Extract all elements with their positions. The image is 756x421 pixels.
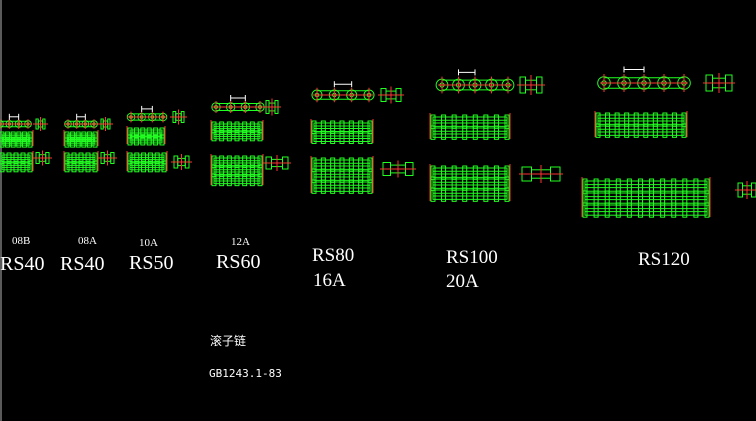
chain-end-view bbox=[170, 109, 187, 125]
chain-end-view bbox=[263, 98, 281, 116]
standard-number: GB1243.1-83 bbox=[209, 367, 282, 380]
chain-end-view bbox=[735, 181, 756, 199]
chain-model-rs50: RS50 bbox=[129, 252, 174, 274]
chain-side-view bbox=[64, 113, 98, 129]
chain-end-view bbox=[33, 117, 48, 131]
chain-drawing-group-1 bbox=[0, 113, 52, 173]
chain-end-view bbox=[378, 86, 404, 104]
chain-end-view bbox=[263, 155, 291, 171]
chain-side-view bbox=[311, 81, 375, 103]
chain-plan-view bbox=[581, 177, 711, 218]
chain-side-view bbox=[211, 95, 265, 113]
chain-end-view bbox=[171, 154, 192, 170]
chain-end-view bbox=[98, 117, 113, 131]
chain-end-view bbox=[33, 150, 52, 166]
chain-model-rs80: RS80 bbox=[312, 245, 355, 266]
chain-model-rs100: RS100 bbox=[446, 247, 498, 268]
chain-plan-view bbox=[429, 164, 511, 202]
roller-chain-title: 滚子链 bbox=[210, 334, 247, 348]
chain-code-08a: 08A bbox=[78, 235, 97, 247]
chain-plan-view bbox=[429, 113, 511, 140]
chain-drawing-group-6 bbox=[429, 69, 563, 202]
chain-plan-view bbox=[126, 126, 166, 146]
chain-plan-view bbox=[310, 119, 374, 144]
chain-plan-view bbox=[594, 111, 688, 138]
chain-code-12a: 12A bbox=[231, 236, 250, 248]
chain-end-view bbox=[519, 165, 563, 183]
chain-end-view bbox=[98, 150, 117, 166]
chain-code-20a: 20A bbox=[446, 271, 479, 292]
chain-side-view bbox=[435, 69, 515, 94]
chain-model-rs120: RS120 bbox=[638, 249, 690, 270]
chain-plan-view bbox=[63, 130, 99, 148]
chain-code-08b: 08B bbox=[12, 235, 31, 247]
chain-end-view bbox=[517, 75, 545, 95]
chain-drawing-group-5 bbox=[310, 81, 416, 194]
chain-model-rs60: RS60 bbox=[216, 251, 261, 273]
chain-side-view bbox=[126, 105, 168, 123]
chain-model-rs40-a: RS40 bbox=[0, 253, 45, 275]
chain-side-view bbox=[597, 66, 691, 92]
chain-plan-view bbox=[126, 151, 168, 173]
chain-end-view bbox=[703, 73, 735, 93]
chain-drawing-group-3 bbox=[126, 105, 192, 173]
chain-model-rs40-b: RS40 bbox=[60, 253, 105, 275]
viewport-left-border bbox=[0, 0, 2, 421]
chain-drawing-group-2 bbox=[63, 113, 117, 173]
chain-plan-view bbox=[0, 151, 34, 173]
chain-code-10a: 10A bbox=[139, 237, 158, 249]
chain-drawing-group-7 bbox=[581, 66, 756, 218]
chain-end-view bbox=[380, 160, 416, 178]
chain-plan-view bbox=[210, 120, 264, 142]
chain-plan-view bbox=[0, 130, 34, 148]
chain-code-16a: 16A bbox=[313, 270, 346, 291]
chain-side-view bbox=[0, 113, 32, 129]
chain-plan-view bbox=[63, 151, 99, 173]
chain-drawing-group-4 bbox=[210, 95, 291, 187]
chain-plan-view bbox=[310, 156, 374, 194]
chain-plan-view bbox=[210, 154, 264, 187]
